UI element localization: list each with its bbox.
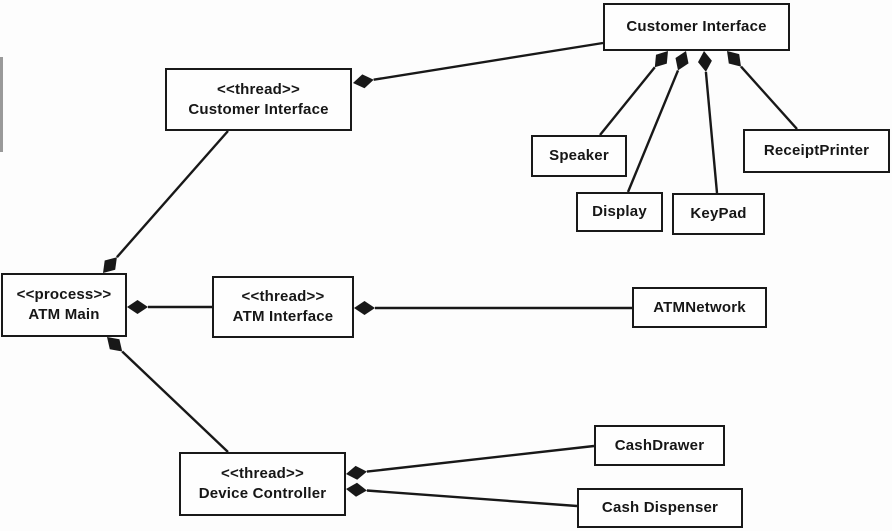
- composition-diamond-thread-customer-interface--customer-interface: [353, 74, 374, 89]
- node-cash-drawer: CashDrawer: [594, 425, 725, 466]
- node-atm-network: ATMNetwork: [632, 287, 767, 328]
- composition-diamond-thread-device-controller--cash-dispenser: [346, 482, 367, 497]
- composition-diamond-thread-atm-interface--atm-network: [354, 301, 375, 315]
- edge-line-customer-interface--display: [626, 69, 680, 193]
- composition-diamond-customer-interface--display: [675, 51, 689, 71]
- composition-diamond-customer-interface--keypad: [698, 51, 712, 72]
- node-process-atm-main: <<process>> ATM Main: [1, 273, 127, 337]
- composition-diamond-atm-main--thread-customer-interface: [103, 257, 117, 273]
- composition-diamond-atm-main--thread-atm-interface: [127, 300, 148, 314]
- edge-line-thread-customer-interface--customer-interface: [373, 41, 604, 81]
- edge-line-thread-device-controller--cash-drawer: [366, 444, 595, 473]
- node-cash-drawer-label: CashDrawer: [614, 436, 705, 454]
- node-process-atm-main-label: <<process>>: [16, 286, 112, 303]
- node-thread-atm-interface-label: ATM Interface: [232, 308, 334, 325]
- composition-diamond-thread-device-controller--cash-drawer: [346, 465, 367, 480]
- edge-line-thread-device-controller--cash-dispenser: [366, 489, 578, 508]
- edge-line-atm-main--thread-customer-interface: [115, 130, 229, 258]
- node-thread-device-controller-label: Device Controller: [198, 485, 327, 502]
- edge-line-atm-main--thread-device-controller: [121, 350, 229, 453]
- node-atm-network-label: ATMNetwork: [653, 298, 746, 316]
- node-speaker-label: Speaker: [549, 147, 609, 164]
- composition-diamond-customer-interface--receipt-printer: [727, 51, 741, 67]
- edge-line-customer-interface--speaker: [599, 66, 656, 136]
- node-thread-customer-interface: <<thread>> Customer Interface: [165, 68, 352, 131]
- node-process-atm-main-label: ATM Main: [28, 306, 100, 323]
- node-speaker: Speaker: [531, 135, 627, 177]
- node-thread-atm-interface-label: <<thread>>: [241, 288, 325, 305]
- edge-line-customer-interface--keypad: [704, 71, 719, 194]
- node-thread-device-controller: <<thread>> Device Controller: [179, 452, 346, 516]
- node-display-label: Display: [592, 203, 647, 220]
- composition-diamond-atm-main--thread-device-controller: [107, 337, 123, 352]
- node-keypad-label: KeyPad: [690, 205, 747, 222]
- node-receipt-printer-label: ReceiptPrinter: [763, 142, 870, 159]
- node-cash-dispenser: Cash Dispenser: [577, 488, 743, 528]
- node-keypad: KeyPad: [672, 193, 765, 235]
- node-receipt-printer: ReceiptPrinter: [743, 129, 890, 173]
- node-customer-interface: Customer Interface: [603, 3, 790, 51]
- node-customer-interface-label: Customer Interface: [626, 18, 767, 35]
- node-thread-atm-interface: <<thread>> ATM Interface: [212, 276, 354, 338]
- node-display: Display: [576, 192, 663, 232]
- node-thread-customer-interface-label: Customer Interface: [188, 100, 329, 118]
- node-cash-dispenser-label: Cash Dispenser: [601, 499, 719, 516]
- left-edge-scan-artifact: [0, 57, 3, 152]
- composition-diamond-customer-interface--speaker: [654, 51, 668, 68]
- node-thread-customer-interface-label: <<thread>>: [217, 80, 300, 98]
- node-thread-device-controller-label: <<thread>>: [221, 465, 304, 482]
- edge-line-customer-interface--receipt-printer: [740, 65, 798, 130]
